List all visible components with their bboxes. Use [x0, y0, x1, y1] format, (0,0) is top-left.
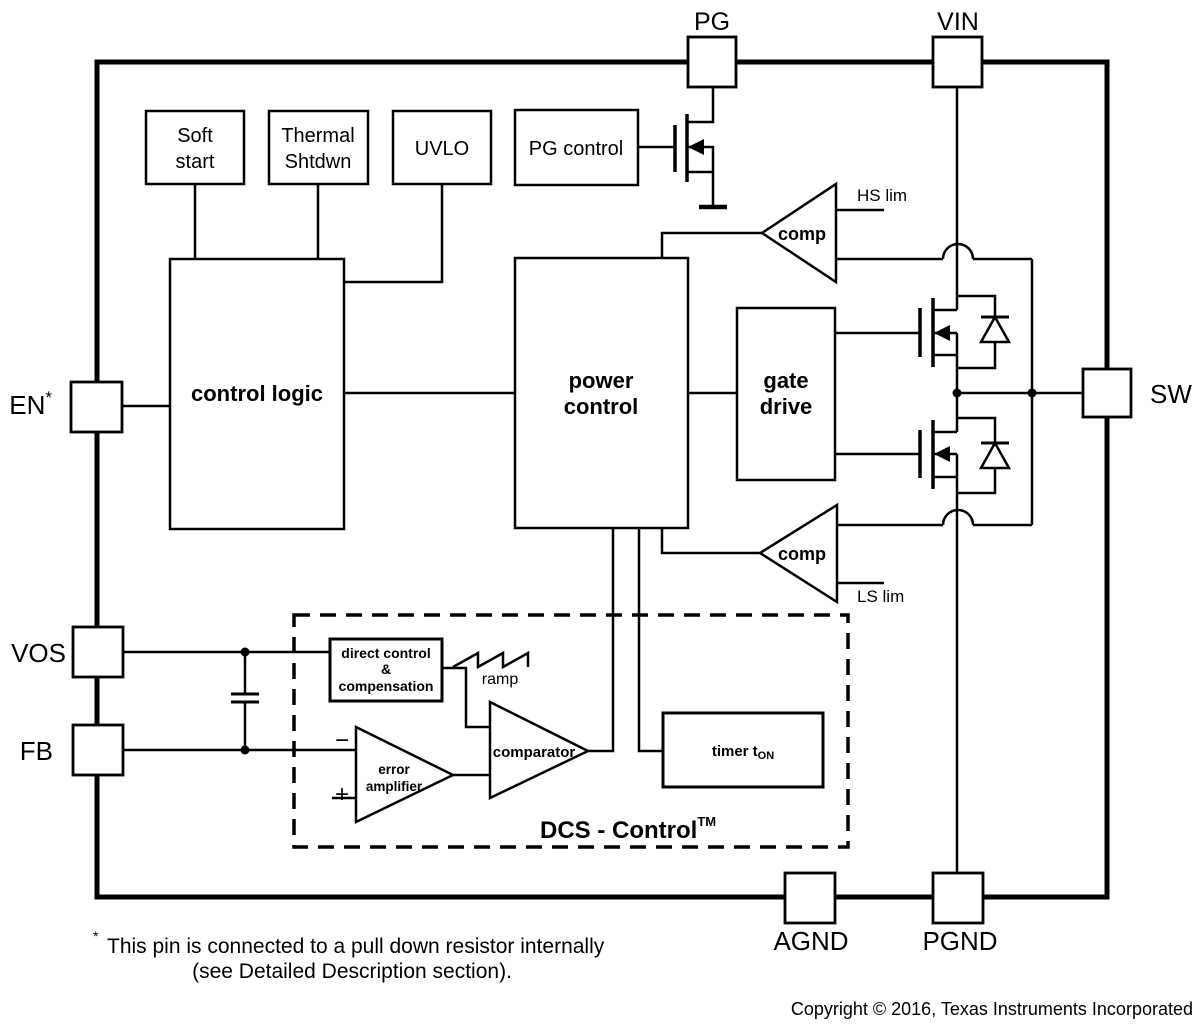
en-pin — [69, 380, 124, 434]
high-side-mosfet — [918, 294, 1012, 370]
ls-body-diode-icon — [978, 440, 1012, 470]
timer-label: timer tON — [712, 743, 774, 762]
direct-control-label: & — [381, 661, 391, 677]
agnd-pin — [783, 871, 837, 925]
vin-pin — [931, 35, 984, 89]
junction-dot — [240, 745, 250, 755]
pin-labels: PG VIN EN* VOS FB SW AGND PGND — [9, 8, 1192, 956]
analog-symbols: comp comp error amplifier comparator − +… — [335, 181, 839, 824]
fb-pin — [71, 723, 125, 777]
pg-control-block — [513, 108, 640, 187]
timer-block — [661, 711, 825, 789]
pgnd-pin-label: PGND — [922, 926, 997, 956]
pgnd-pin — [931, 871, 985, 925]
pg-control-label: PG control — [529, 138, 623, 160]
agnd-pin-label: AGND — [773, 926, 848, 956]
gate-drive-label: drive — [760, 394, 813, 419]
ls-lim-label: LS lim — [857, 587, 904, 606]
wires — [122, 87, 1083, 873]
hs-comp-label: comp — [778, 224, 826, 244]
pg-fet-arrow-icon — [688, 139, 704, 155]
error-amplifier-label: error — [378, 762, 410, 777]
hs-lim-label: HS lim — [857, 186, 907, 205]
dcs-control-label: DCS - ControlTM — [540, 814, 716, 844]
soft-start-label: Soft — [177, 125, 213, 147]
footnote-asterisk: * — [93, 928, 99, 944]
chip-boundary — [94, 59, 1110, 900]
minus-input-label: − — [335, 727, 349, 754]
notes: * This pin is connected to a pull down r… — [93, 928, 1193, 1019]
thermal-shutdown-label: Thermal — [281, 125, 354, 147]
direct-control-block — [328, 637, 444, 703]
control-logic-label: control logic — [191, 381, 323, 406]
comparator — [488, 699, 591, 800]
annotations: HS lim LS lim DCS - ControlTM — [540, 186, 907, 844]
pg-fet-drain — [687, 87, 715, 124]
pg-mosfet — [638, 87, 727, 210]
low-side-mosfet — [918, 416, 1012, 495]
hs-body-diode-icon — [978, 314, 1012, 344]
pins — [69, 35, 1133, 925]
ramp-waveform-icon — [452, 650, 530, 670]
ls-current-comparator — [757, 502, 839, 605]
wire-comparator-out — [588, 528, 615, 753]
ls-fet-arrow-icon — [934, 446, 950, 462]
direct-control-label: compensation — [339, 678, 434, 694]
gate-drive-block — [735, 306, 837, 482]
wire-ramp — [442, 666, 490, 729]
thermal-shutdown-block — [267, 109, 370, 186]
error-amplifier — [354, 724, 456, 824]
en-pin-label: EN* — [9, 388, 52, 420]
vos-pin — [71, 625, 125, 679]
soft-start-block — [144, 109, 246, 186]
comparator-label: comparator — [493, 744, 576, 761]
pg-pin-label: PG — [694, 8, 730, 36]
uvlo-label: UVLO — [415, 138, 469, 160]
footnote-line2: (see Detailed Description section). — [192, 960, 512, 983]
uvlo-block — [391, 109, 493, 186]
plus-input-label: + — [335, 781, 349, 808]
wire-lscomp-out — [660, 528, 760, 555]
hs-current-comparator — [759, 181, 838, 285]
control-logic-block — [168, 257, 346, 531]
copyright-notice: Copyright © 2016, Texas Instruments Inco… — [791, 999, 1193, 1019]
wire-uvlo — [344, 184, 444, 284]
fb-pin-label: FB — [20, 736, 53, 766]
power-control-label: control — [564, 394, 639, 419]
power-control-block — [513, 256, 690, 530]
dcs-control-region — [292, 613, 850, 849]
vin-pin-label: VIN — [937, 8, 979, 36]
direct-control-label: direct control — [341, 645, 430, 661]
junction-dot — [952, 388, 962, 398]
error-amplifier-label: amplifier — [366, 779, 423, 794]
ls-comp-label: comp — [778, 544, 826, 564]
power-control-label: power — [569, 368, 634, 393]
crossover-hump-top — [941, 242, 975, 260]
wire-hscomp-out — [660, 231, 762, 258]
junction-dot — [240, 647, 250, 657]
sw-pin-label: SW — [1150, 379, 1192, 409]
gate-drive-label: gate — [763, 368, 808, 393]
vos-pin-label: VOS — [11, 638, 66, 668]
sw-pin — [1081, 367, 1133, 419]
hs-fet-arrow-icon — [934, 325, 950, 341]
thermal-shutdown-label: Shtdwn — [285, 151, 352, 173]
footnote-line1: This pin is connected to a pull down res… — [107, 935, 605, 958]
junction-dot — [1027, 388, 1037, 398]
pg-pin — [686, 35, 738, 89]
crossover-hump-bottom — [941, 508, 975, 526]
blocks: Soft start Thermal Shtdwn UVLO PG contro… — [144, 108, 837, 789]
wire-timer — [637, 528, 663, 753]
soft-start-label: start — [176, 151, 215, 173]
pg-fet-bulk — [687, 145, 715, 205]
ramp-label: ramp — [482, 671, 519, 688]
